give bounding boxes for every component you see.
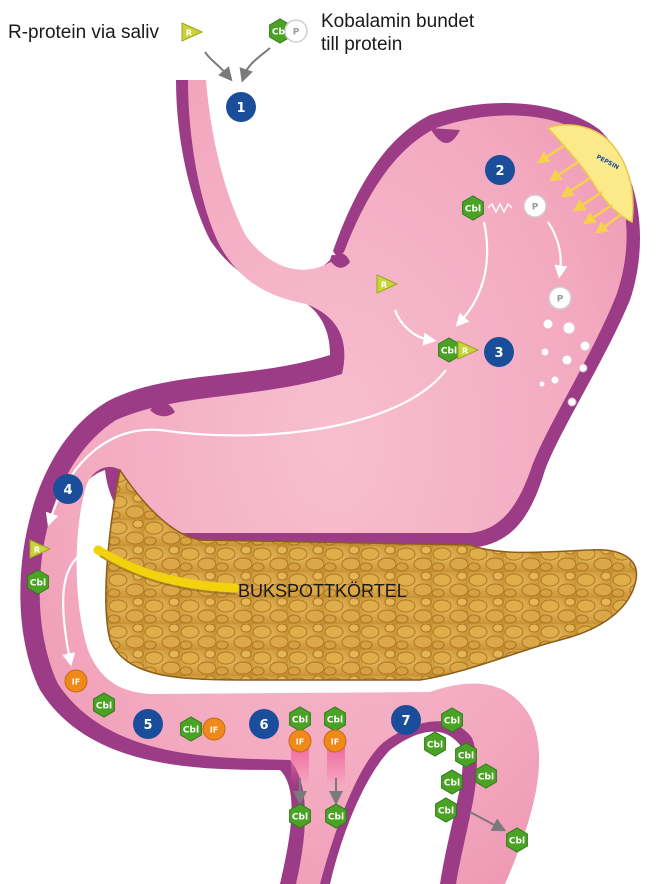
- flow-arrow: [242, 145, 330, 252]
- molecule-label: P: [532, 203, 539, 213]
- molecule-label: Cbl: [438, 807, 454, 817]
- molecule-label: Cbl: [327, 716, 343, 726]
- molecule-label: Cbl: [96, 702, 112, 712]
- molecule-label: Cbl: [427, 741, 443, 751]
- step-4-marker: 4: [53, 474, 83, 504]
- molecule-label: R: [186, 29, 192, 38]
- molecule-label: Cbl: [292, 716, 308, 726]
- protein-molecule: P: [285, 20, 307, 42]
- step-number: 6: [259, 718, 268, 733]
- pancreas-label: BUKSPOTTKÖRTEL: [238, 580, 407, 602]
- molecule-label: R: [381, 281, 387, 290]
- molecule-label: IF: [331, 738, 339, 747]
- molecule-label: Cbl: [328, 813, 344, 823]
- molecule-label: IF: [296, 738, 304, 747]
- step-1-marker: 1: [226, 92, 256, 122]
- molecule-label: Cbl: [444, 779, 460, 789]
- r-protein-saliva-label: R-protein via saliv: [8, 22, 159, 44]
- intrinsic-factor-molecule: IF: [324, 730, 346, 752]
- molecule-label: Cbl: [30, 579, 46, 589]
- protein-molecule: P: [524, 195, 546, 217]
- intrinsic-factor-molecule: IF: [65, 670, 87, 692]
- r-protein-molecule: R: [182, 23, 202, 41]
- cobalamin-bound-label-line2: till protein: [321, 34, 402, 56]
- step-number: 5: [143, 718, 152, 733]
- step-number: 1: [236, 101, 245, 116]
- molecule-label: P: [293, 28, 300, 38]
- molecule-label: Cbl: [509, 837, 525, 847]
- protein-molecule: P: [549, 287, 571, 309]
- molecule-label: R: [34, 546, 40, 555]
- molecule-label: R: [462, 347, 468, 356]
- step-5-marker: 5: [133, 709, 163, 739]
- molecule-label: Cbl: [292, 813, 308, 823]
- cobalamin-bound-label-line1: Kobalamin bundet: [321, 11, 474, 33]
- molecule-label: Cbl: [458, 752, 474, 762]
- step-3-marker: 3: [484, 337, 514, 367]
- molecule-label: Cbl: [444, 717, 460, 727]
- step-number: 3: [494, 346, 503, 361]
- cobalamin-molecule: Cbl: [425, 732, 446, 756]
- step-6-marker: 6: [249, 709, 279, 739]
- molecule-label: Cbl: [465, 205, 481, 215]
- cobalamin-molecule: Cbl: [442, 770, 463, 794]
- molecule-label: IF: [210, 726, 218, 735]
- molecule-label: Cbl: [183, 726, 199, 736]
- step-number: 7: [401, 714, 410, 729]
- step-number: 4: [63, 483, 72, 498]
- step-2-marker: 2: [485, 155, 515, 185]
- step-number: 2: [495, 164, 504, 179]
- intrinsic-factor-molecule: IF: [203, 718, 225, 740]
- molecule-label: IF: [72, 678, 80, 687]
- step-7-marker: 7: [391, 705, 421, 735]
- cobalamin-molecule: Cbl: [436, 798, 457, 822]
- protein-arrow: [244, 48, 270, 76]
- molecule-label: P: [557, 295, 564, 305]
- molecule-label: Cbl: [441, 347, 457, 357]
- saliva-arrow: [205, 52, 228, 76]
- intrinsic-factor-molecule: IF: [289, 730, 311, 752]
- entry-arrows: [205, 48, 270, 76]
- molecule-label: Cbl: [478, 773, 494, 783]
